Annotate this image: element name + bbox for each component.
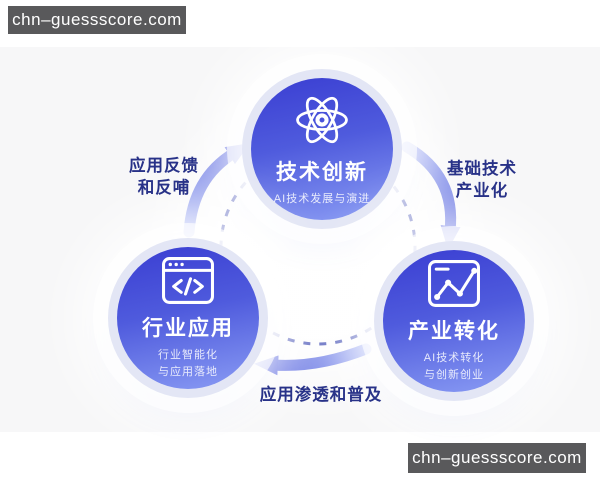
- flow-label-feedback: 应用反馈 和反哺: [129, 157, 199, 198]
- dashed-cycle-circle: [219, 148, 417, 346]
- flow-label-penetration: 应用渗透和普及: [259, 386, 383, 404]
- line-chart-icon: [427, 259, 481, 308]
- watermark-bottom-right: chn–guessscore.com: [408, 443, 586, 473]
- arrow-industrialization: [401, 141, 461, 250]
- node-tech-innovation: 技术创新 AI技术发展与演进: [251, 78, 393, 220]
- arrow-feedback: [183, 143, 251, 238]
- node-industry-transformation: 产业转化 AI技术转化 与创新创业: [383, 250, 525, 392]
- watermark-top-left: chn–guessscore.com: [8, 6, 186, 34]
- node-title: 技术创新: [276, 160, 368, 184]
- node-title: 行业应用: [142, 317, 234, 340]
- node-subtitle: AI技术发展与演进: [273, 192, 371, 205]
- node-subtitle: 行业智能化 与应用落地: [158, 349, 218, 378]
- node-title: 产业转化: [408, 320, 500, 343]
- browser-code-icon: [161, 256, 215, 305]
- node-subtitle: AI技术转化 与创新创业: [423, 352, 485, 381]
- arrow-penetration: [254, 343, 372, 376]
- node-industry-application: 行业应用 行业智能化 与应用落地: [117, 247, 259, 389]
- atom-icon: [293, 91, 351, 149]
- flow-label-industrialization: 基础技术 产业化: [447, 160, 517, 201]
